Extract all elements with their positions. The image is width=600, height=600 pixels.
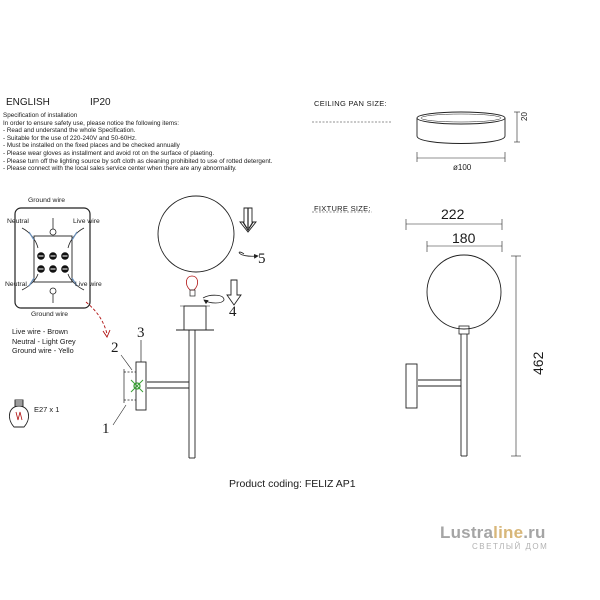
fixture-shade-diameter: 180	[452, 230, 476, 246]
specification-text: Specification of installation In order t…	[3, 112, 333, 173]
ceiling-pan-diameter: ø100	[453, 163, 472, 172]
junction-box	[14, 207, 91, 309]
spec-line: - Read and understand the whole Specific…	[3, 127, 136, 135]
brand-tld: .ru	[523, 523, 546, 542]
callout-1: 1	[102, 421, 110, 437]
fixture-height: 462	[530, 351, 546, 375]
connection-arrow	[85, 301, 108, 335]
rotate-arrow-shade	[238, 251, 259, 259]
callout-4: 4	[229, 304, 237, 320]
legend-item: Ground wire - Yello	[12, 346, 74, 355]
product-coding: Product coding: FELIZ AP1	[229, 478, 356, 490]
brand-part: Lustra	[440, 523, 494, 542]
watermark-tagline: СВЕТЛЫЙ ДОМ	[472, 542, 549, 551]
lamp-socket	[183, 305, 207, 331]
terminal-screws	[37, 252, 69, 273]
language-label: ENGLISH	[6, 97, 50, 108]
neutral-label-bottom: Neutral	[5, 281, 27, 288]
fixture-size-title: FIXTURE SIZE:	[314, 204, 371, 213]
callout-3: 3	[137, 325, 145, 341]
spec-line: - Suitable for the use of 220-240V and 5…	[3, 134, 137, 142]
callout-2: 2	[111, 340, 119, 356]
rotate-arrow-bulb	[202, 294, 225, 305]
wire-color-legend: Live wire - Brown Neutral - Light Grey G…	[12, 327, 76, 356]
callout-5: 5	[258, 251, 266, 267]
bulb-icon	[8, 399, 30, 428]
watermark-brand: Lustraline.ru	[440, 523, 546, 543]
spec-line: In order to ensure safety use, please no…	[3, 119, 180, 127]
fixture-size-drawing	[312, 211, 521, 457]
bulb-label: E27 x 1	[34, 405, 60, 414]
ceiling-pan-title: CEILING PAN SIZE:	[314, 99, 387, 108]
wiring-diagram	[14, 207, 111, 338]
bulb-small	[186, 275, 198, 291]
ground-wire-label-bottom: Ground wire	[31, 311, 69, 318]
ceiling-pan-drawing	[312, 111, 520, 162]
spec-line: - Please turn off the lighting source by…	[3, 157, 273, 165]
terminal-block	[33, 235, 73, 283]
brand-accent: line	[493, 523, 524, 542]
down-arrow-shade	[242, 208, 254, 232]
assembly-drawing	[112, 195, 259, 459]
spec-line: - Please connect with the local sales se…	[3, 165, 237, 173]
ground-symbol-top	[49, 228, 57, 236]
live-wire-label-bottom: Live wire	[75, 281, 102, 288]
legend-item: Live wire - Brown	[12, 327, 68, 336]
ground-wire-label-top: Ground wire	[28, 197, 66, 204]
fixture-wall-plate	[405, 363, 418, 409]
spec-line: - Please wear gloves as installment and …	[3, 149, 215, 157]
spec-line: Specification of installation	[3, 112, 78, 119]
down-arrow-bulb	[226, 279, 242, 306]
ground-screw	[133, 382, 141, 390]
ip-rating: IP20	[90, 97, 111, 108]
live-wire-label-top: Live wire	[73, 218, 100, 225]
fixture-depth: 222	[441, 206, 465, 222]
spec-line: - Must be installed on the fixed places …	[3, 142, 180, 150]
globe-shade	[157, 195, 235, 273]
neutral-label-top: Neutral	[7, 218, 29, 225]
fixture-globe	[426, 254, 502, 330]
ground-symbol-bottom	[49, 287, 57, 295]
ceiling-pan-height: 20	[520, 112, 529, 121]
legend-item: Neutral - Light Grey	[12, 336, 76, 346]
